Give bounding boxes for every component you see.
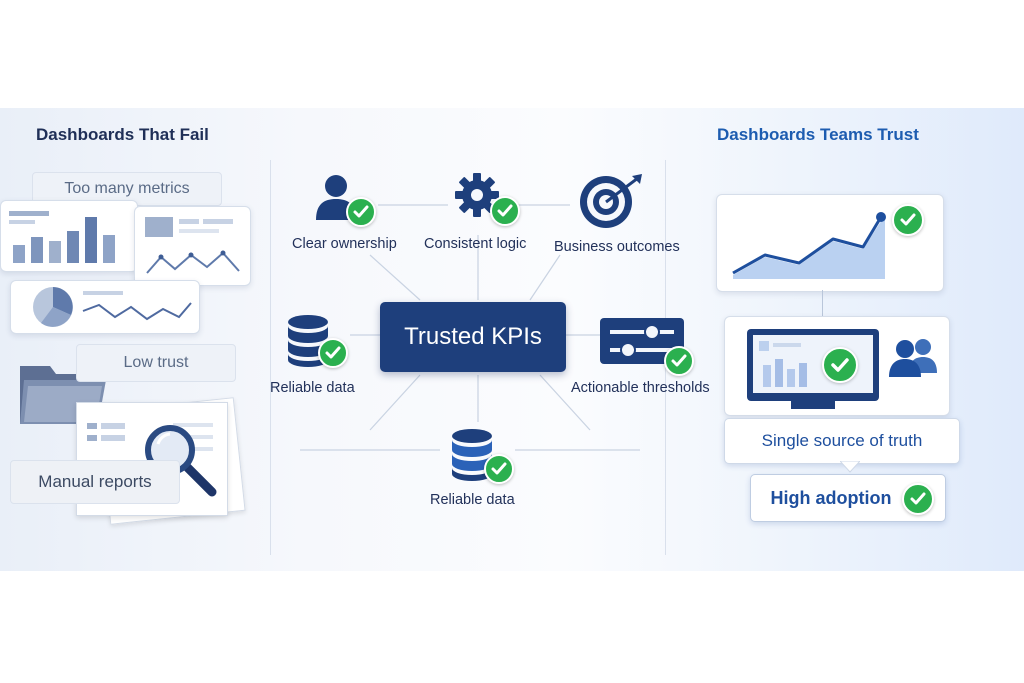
connector-lines — [300, 204, 640, 451]
check-icon — [484, 454, 514, 484]
actionable-thresholds-label: Actionable thresholds — [571, 380, 710, 396]
check-icon — [902, 483, 934, 515]
check-icon — [822, 347, 858, 383]
low-trust-label: Low trust — [123, 354, 189, 371]
business-outcomes-label: Business outcomes — [554, 239, 680, 255]
single-source-label: Single source of truth — [761, 431, 923, 450]
line-chart-card-left — [134, 206, 251, 286]
clear-ownership-label: Clear ownership — [292, 236, 397, 252]
right-heading: Dashboards Teams Trust — [717, 125, 919, 144]
trusted-kpis-hub: Trusted KPIs — [380, 302, 566, 372]
connector-line — [822, 290, 823, 316]
pointer-arrow — [840, 461, 860, 473]
high-adoption-label: High adoption — [770, 487, 892, 508]
pie-chart-icon — [33, 287, 192, 327]
check-icon — [490, 196, 520, 226]
users-icon — [889, 339, 937, 377]
trend-chart-card — [716, 194, 944, 292]
line-chart-icon — [732, 212, 886, 279]
left-divider — [270, 160, 271, 555]
monitor-icon — [747, 329, 879, 409]
too-many-metrics-label: Too many metrics — [64, 180, 190, 197]
line-chart-icon — [145, 217, 240, 274]
database-icon — [452, 429, 492, 481]
check-icon — [346, 197, 376, 227]
bar-chart-icon — [9, 211, 115, 263]
reliable-data-bottom-label: Reliable data — [430, 492, 515, 508]
monitor-card — [724, 316, 950, 416]
check-icon — [892, 204, 924, 236]
manual-reports-label: Manual reports — [38, 472, 152, 491]
manual-reports-tag: Manual reports — [10, 460, 180, 504]
single-source-box: Single source of truth — [724, 418, 960, 464]
left-heading: Dashboards That Fail — [36, 125, 209, 144]
low-trust-tag: Low trust — [76, 344, 236, 382]
pie-chart-card — [10, 280, 200, 334]
reliable-data-left-label: Reliable data — [270, 380, 355, 396]
trusted-kpis-label: Trusted KPIs — [404, 323, 542, 350]
consistent-logic-label: Consistent logic — [424, 236, 527, 252]
check-icon — [664, 346, 694, 376]
target-icon — [580, 174, 642, 228]
gear-icon — [455, 173, 499, 217]
sliders-icon — [600, 318, 684, 364]
bar-chart-card — [0, 200, 138, 272]
check-icon — [318, 338, 348, 368]
